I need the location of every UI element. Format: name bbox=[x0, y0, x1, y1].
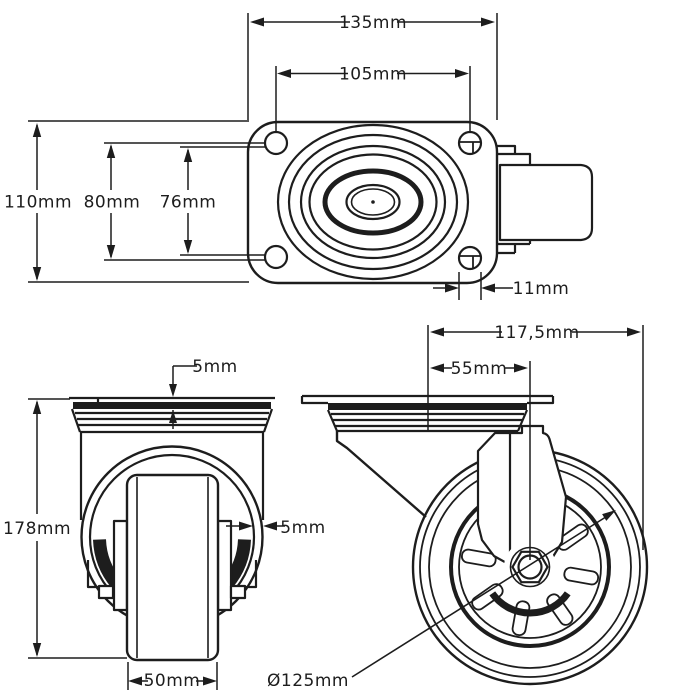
mounting-plate-outline bbox=[246, 120, 499, 285]
axle-hub bbox=[504, 541, 556, 593]
dim-plate-width: 110mm bbox=[4, 120, 249, 283]
dim-bolt-spacing-width: 80mm bbox=[84, 142, 265, 261]
arrowhead bbox=[183, 240, 193, 254]
arrowhead bbox=[32, 123, 42, 137]
arrowhead bbox=[430, 363, 444, 373]
dim-plate-length: 135mm bbox=[247, 13, 498, 120]
arrowhead bbox=[169, 410, 177, 423]
dim-label-plate-thickness: 5mm bbox=[192, 357, 237, 377]
arrowhead bbox=[250, 17, 264, 27]
axle-step-upper bbox=[497, 144, 532, 165]
arrowhead bbox=[602, 510, 616, 521]
wheel-front bbox=[125, 473, 220, 662]
drawing-ink-layer: 135mm 105mm 110mm 80mm 76mm bbox=[3, 13, 649, 691]
dim-label-overall-height: 178mm bbox=[3, 519, 71, 539]
fork-feet-front bbox=[86, 560, 258, 600]
arrowhead bbox=[514, 363, 528, 373]
arrowhead bbox=[263, 521, 277, 531]
arrowhead bbox=[445, 283, 459, 293]
arrowhead bbox=[481, 283, 495, 293]
tread-edge-lines bbox=[136, 477, 209, 658]
arrowhead bbox=[106, 245, 116, 259]
screw-slot bbox=[459, 255, 481, 268]
dim-label-bolt-hole-diameter: 11mm bbox=[513, 279, 570, 299]
dim-bolt-hole-diameter: 11mm bbox=[433, 272, 569, 300]
dim-plate-thickness: 5mm bbox=[169, 357, 237, 429]
dim-wheel-width: 50mm bbox=[127, 662, 218, 691]
arrowhead bbox=[277, 69, 291, 78]
center-point bbox=[371, 200, 375, 204]
side-view: 117,5mm 55mm Ø125mm bbox=[267, 323, 649, 691]
dim-label-inner-spacing-width: 76mm bbox=[160, 193, 217, 213]
dim-fork-thickness: 5mm bbox=[226, 518, 325, 538]
arrowhead bbox=[106, 144, 116, 158]
leader-line bbox=[351, 516, 606, 678]
dim-label-bolt-spacing-width: 80mm bbox=[84, 193, 141, 213]
arrowhead bbox=[430, 327, 444, 337]
dim-label-wheel-width: 50mm bbox=[144, 671, 201, 691]
dim-overall-length: 117,5mm bbox=[430, 323, 644, 550]
dim-label-fork-thickness: 5mm bbox=[280, 518, 325, 538]
arrowhead bbox=[203, 676, 217, 686]
dim-bolt-spacing-length: 105mm bbox=[275, 65, 471, 132]
dim-label-plate-width: 110mm bbox=[4, 193, 72, 213]
dim-label-bolt-spacing-length: 105mm bbox=[339, 65, 407, 85]
bolt-hole bbox=[263, 244, 289, 270]
arrowhead bbox=[183, 148, 193, 162]
wheel-from-top bbox=[498, 163, 594, 242]
top-view: 135mm 105mm 110mm 80mm 76mm bbox=[4, 13, 594, 300]
wheel-tread-front bbox=[125, 473, 220, 662]
arrowhead bbox=[169, 384, 177, 397]
dim-label-overall-length: 117,5mm bbox=[494, 323, 579, 343]
arrowhead bbox=[239, 521, 253, 531]
arrowhead bbox=[455, 69, 469, 78]
plate-edge-band bbox=[73, 402, 271, 409]
fork-rear-leg bbox=[335, 431, 427, 518]
screw-slot bbox=[459, 141, 481, 153]
hub-plate-left bbox=[112, 519, 129, 612]
dim-swivel-offset: 55mm bbox=[430, 359, 531, 560]
dim-wheel-diameter: Ø125mm bbox=[267, 510, 616, 691]
wheel-top-profile bbox=[497, 144, 594, 255]
dim-label-wheel-diameter: Ø125mm bbox=[267, 671, 349, 691]
bolt-hole bbox=[457, 130, 483, 156]
arrowhead bbox=[128, 676, 142, 686]
dim-inner-spacing-width: 76mm bbox=[160, 146, 265, 256]
arrowhead bbox=[32, 267, 42, 281]
arrowhead bbox=[627, 327, 641, 337]
hub-shadow-arc bbox=[489, 591, 571, 617]
bolt-hole bbox=[457, 245, 483, 271]
front-view: 5mm 178mm 5mm 50mm bbox=[3, 357, 325, 691]
foot-pad-left bbox=[97, 584, 115, 600]
fork-leg-body bbox=[476, 424, 568, 571]
dim-label-swivel-offset: 55mm bbox=[451, 359, 508, 379]
foot-pad-right bbox=[229, 584, 247, 600]
arrowhead bbox=[481, 17, 495, 27]
dim-label-plate-length: 135mm bbox=[339, 13, 407, 33]
fork-front-leg bbox=[476, 424, 568, 571]
arrowhead bbox=[32, 643, 42, 657]
arrowhead bbox=[32, 400, 42, 414]
dim-overall-height: 178mm bbox=[3, 398, 127, 659]
hub-plate-right bbox=[216, 519, 233, 612]
swivel-race-rings-top bbox=[276, 123, 470, 281]
axle-step-lower bbox=[497, 240, 532, 255]
bolt-hole bbox=[263, 130, 289, 156]
